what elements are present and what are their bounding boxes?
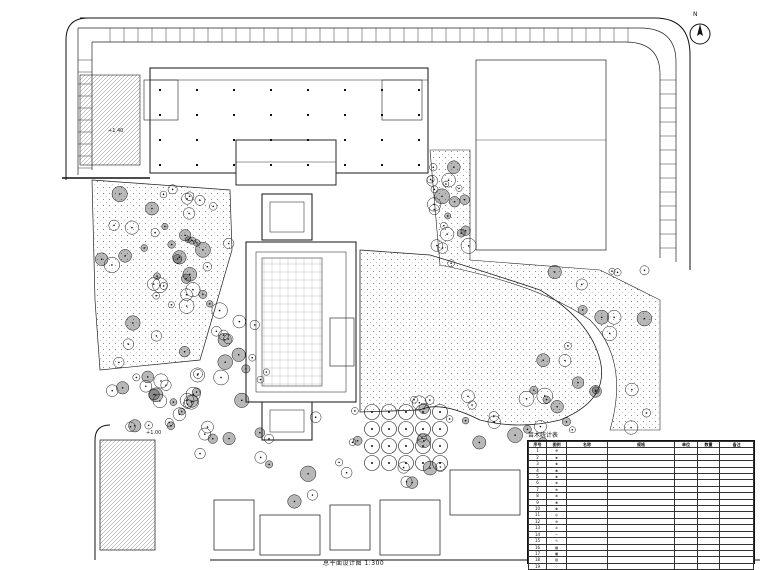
legend-row: 16▨ xyxy=(528,543,754,551)
legend-symbol-icon: ∿ xyxy=(545,537,568,545)
legend-cell xyxy=(719,549,754,558)
parking-lot-right xyxy=(475,59,607,251)
legend-symbol-icon: ▨ xyxy=(545,543,568,551)
legend-cell: 19 xyxy=(528,562,547,570)
axial-water-feature xyxy=(245,193,357,441)
drawing-scale: 1:300 xyxy=(364,560,385,567)
legend-symbol-icon: ⊕ xyxy=(545,517,568,526)
legend-symbol-icon: — xyxy=(545,530,568,539)
legend-cell xyxy=(674,562,698,570)
plant-legend-table: 苗木统计表 序号图例名称规格单位数量备注 1⊛2✺3❀4✽5✱6❁7✻8✼9❃1… xyxy=(527,432,755,570)
legend-symbol-icon: ✲ xyxy=(545,524,568,532)
legend-cell xyxy=(719,511,754,519)
legend-cell xyxy=(719,530,754,539)
legend-cell xyxy=(606,511,676,519)
north-arrow-icon xyxy=(688,22,712,46)
legend-cell xyxy=(606,543,676,551)
legend-cell xyxy=(606,537,676,545)
legend-cell xyxy=(719,562,754,570)
legend-cell xyxy=(696,562,721,570)
building-column-grid xyxy=(159,89,420,166)
legend-cell xyxy=(606,530,676,539)
legend-row: 17▦ xyxy=(528,549,754,558)
legend-symbol-icon: ◎ xyxy=(545,511,568,519)
drawing-caption: 总平面设计图 1:300 xyxy=(323,558,384,567)
legend-row: 18▤ xyxy=(528,556,754,564)
legend-title: 苗木统计表 xyxy=(528,432,559,439)
legend-body: 1⊛2✺3❀4✽5✱6❁7✻8✼9❃10✾11◎12⊕13✲14—15∿16▨1… xyxy=(528,447,754,570)
legend-cell xyxy=(606,549,676,558)
drawing-title: 总平面设计图 xyxy=(323,560,363,567)
site-boundary xyxy=(65,17,760,561)
legend-symbol-icon: ⊛ xyxy=(545,447,568,455)
south-pavilions xyxy=(99,439,521,556)
legend-symbol-icon: ❃ xyxy=(545,498,568,507)
tree-array-plaza xyxy=(364,404,448,471)
legend-cell xyxy=(719,556,754,564)
legend-grid: 序号图例名称规格单位数量备注 1⊛2✺3❀4✽5✱6❁7✻8✼9❃10✾11◎1… xyxy=(528,440,754,570)
legend-cell xyxy=(719,543,754,551)
legend-symbol-icon: ✱ xyxy=(545,472,568,481)
elevation-label-upper: +1.40 xyxy=(108,128,124,134)
legend-row: 15∿ xyxy=(528,537,754,545)
legend-cell xyxy=(606,524,676,532)
legend-cell xyxy=(719,517,754,526)
legend-row: 12⊕ xyxy=(528,517,754,526)
legend-header-cell: 备注 xyxy=(719,440,754,449)
legend-symbol-icon: ❁ xyxy=(545,479,568,487)
main-building xyxy=(143,67,429,186)
legend-symbol-icon: ✽ xyxy=(545,466,568,475)
legend-symbol-icon: ✺ xyxy=(545,453,568,462)
legend-row: 11◎ xyxy=(528,511,754,519)
legend-cell xyxy=(719,524,754,532)
west-garden xyxy=(91,179,233,371)
legend-cell xyxy=(606,517,676,526)
north-label: N xyxy=(693,11,698,18)
legend-header-cell: 规格 xyxy=(606,440,676,449)
legend-cell xyxy=(719,537,754,545)
legend-symbol-icon: ❀ xyxy=(545,460,568,468)
legend-symbol-icon: ✼ xyxy=(545,492,568,500)
east-green-belt xyxy=(429,149,661,431)
legend-cell xyxy=(606,556,676,564)
legend-cell xyxy=(566,562,608,570)
elevation-label: +1.00 xyxy=(146,430,162,436)
legend-symbol-icon: ⁘ xyxy=(545,562,568,570)
legend-symbol-icon: ✾ xyxy=(545,505,568,513)
parking-zone-left xyxy=(79,74,141,166)
legend-symbol-icon: ✻ xyxy=(545,485,568,494)
legend-header-cell: 图例 xyxy=(545,440,568,449)
legend-row: 13✲ xyxy=(528,524,754,532)
legend-header-row: 序号图例名称规格单位数量备注 xyxy=(528,440,754,449)
legend-symbol-icon: ▤ xyxy=(545,556,568,564)
legend-symbol-icon: ▦ xyxy=(545,549,568,558)
legend-cell xyxy=(606,562,676,570)
legend-row: 19⁘ xyxy=(528,562,754,570)
legend-row: 14— xyxy=(528,530,754,539)
